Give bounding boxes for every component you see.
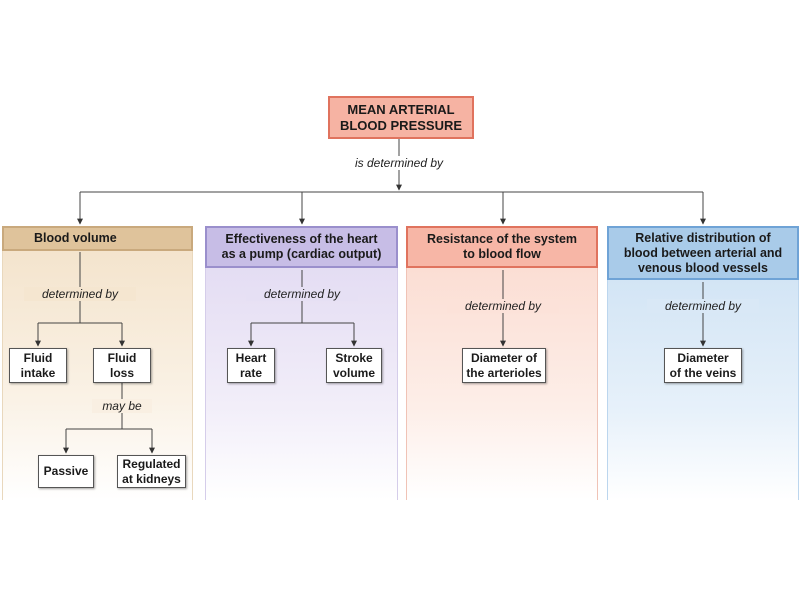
column-heading: Blood volume (2, 226, 193, 251)
leaf-heart-rate: Heart rate (227, 348, 275, 383)
leaf-fluid-loss: Fluid loss (93, 348, 151, 383)
connector-label: determined by (246, 287, 358, 301)
leaf-diameter-veins: Diameter of the veins (664, 348, 742, 383)
connector-label: is determined by (340, 156, 458, 170)
connector-label: determined by (647, 299, 759, 313)
connector-label: determined by (24, 287, 136, 301)
leaf-regulated-at-kidneys: Regulated at kidneys (117, 455, 186, 488)
column-heading: Relative distribution of blood between a… (607, 226, 799, 280)
root-node: MEAN ARTERIAL BLOOD PRESSURE (328, 96, 474, 139)
column-background (205, 268, 398, 500)
leaf-fluid-intake: Fluid intake (9, 348, 67, 383)
column-heading: Effectiveness of the heart as a pump (ca… (205, 226, 398, 268)
connector-label: may be (92, 399, 152, 413)
connector-label: determined by (447, 299, 559, 313)
column-distribution: Relative distribution of blood between a… (607, 226, 799, 500)
column-heading: Resistance of the system to blood flow (406, 226, 598, 268)
column-background (607, 280, 799, 500)
leaf-diameter-arterioles: Diameter of the arterioles (462, 348, 546, 383)
leaf-passive: Passive (38, 455, 94, 488)
leaf-stroke-volume: Stroke volume (326, 348, 382, 383)
